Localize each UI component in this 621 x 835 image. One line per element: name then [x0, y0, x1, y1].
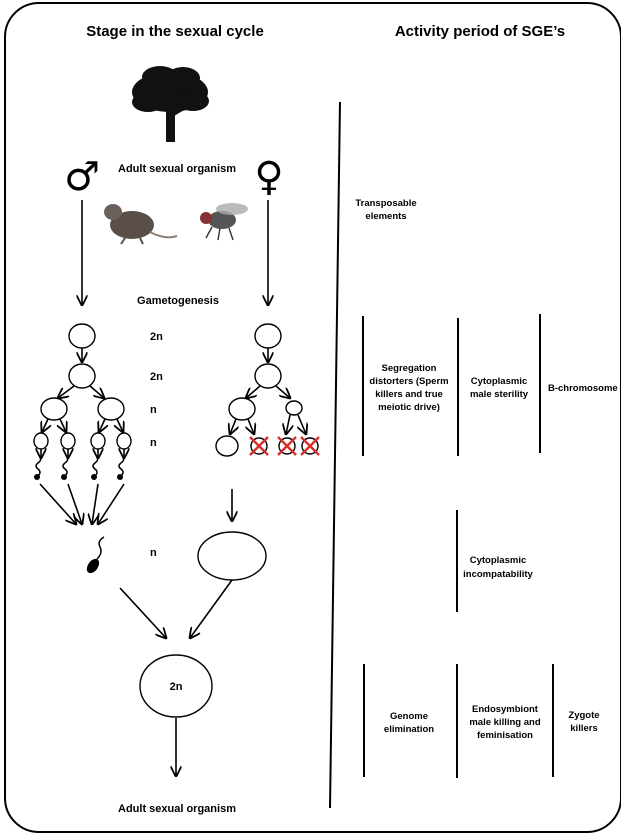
ploidy-label: n: [150, 437, 157, 449]
svg-text:Cytoplasmic: Cytoplasmic: [471, 376, 528, 387]
svg-text:Segregation: Segregation: [382, 363, 437, 374]
male-symbol-icon: ♂: [64, 154, 100, 200]
adult-organism-label-bottom: Adult sexual organism: [118, 803, 236, 815]
fly-image: [200, 203, 248, 241]
svg-text:male sterility: male sterility: [470, 389, 529, 400]
sge-segregation-distorters: Segregation distorters (Sperm killers an…: [369, 363, 448, 413]
svg-text:Cytoplasmic: Cytoplasmic: [470, 555, 527, 566]
rat-image: [104, 204, 178, 245]
ploidy-label: n: [150, 547, 157, 559]
column-divider: [329, 101, 341, 809]
sperm-icon: [34, 457, 125, 480]
degenerated-cell-cross-icon: [249, 436, 320, 456]
sge-cytoplasmic-incompatability: Cytoplasmic incompatability: [463, 555, 533, 580]
zygote-cell: [139, 654, 213, 718]
svg-text:distorters (Sperm: distorters (Sperm: [369, 376, 448, 387]
male-gametogenesis: [33, 323, 132, 574]
svg-text:Genome: Genome: [390, 711, 428, 722]
sge-cytoplasmic-male-sterility: Cytoplasmic male sterility: [470, 376, 529, 400]
female-gametogenesis: [197, 323, 320, 581]
sge-endosymbiont-male-killing: Endosymbiont male killing and feminisati…: [469, 704, 540, 741]
female-symbol-icon: ♀: [254, 154, 283, 200]
svg-text:killers and true: killers and true: [375, 389, 443, 400]
svg-text:B-chromosome: B-chromosome: [548, 383, 618, 394]
ploidy-label: 2n: [150, 371, 163, 383]
mature-sperm-icon: [86, 536, 105, 574]
right-header: Activity period of SGE’s: [395, 23, 565, 40]
ploidy-label: 2n: [170, 681, 183, 693]
outer-frame: [4, 2, 621, 833]
ploidy-label: n: [150, 404, 157, 416]
adult-organism-label-top: Adult sexual organism: [118, 163, 236, 175]
svg-text:feminisation: feminisation: [477, 730, 533, 741]
svg-text:incompatability: incompatability: [463, 569, 533, 580]
sge-genome-elimination: Genome elimination: [384, 711, 434, 735]
svg-text:Zygote: Zygote: [568, 710, 599, 721]
svg-text:killers: killers: [570, 723, 597, 734]
sge-b-chromosome: B-chromosome: [548, 383, 618, 394]
egg-cell: [197, 531, 267, 581]
svg-text:male killing and: male killing and: [469, 717, 540, 728]
svg-text:Transposable: Transposable: [355, 198, 416, 209]
gametogenesis-label: Gametogenesis: [137, 295, 219, 307]
svg-text:meiotic drive): meiotic drive): [378, 402, 440, 413]
sge-transposable-elements: Transposable elements: [355, 198, 416, 222]
tree-icon: [132, 66, 209, 142]
ploidy-label: 2n: [150, 331, 163, 343]
sge-zygote-killers: Zygote killers: [568, 710, 599, 734]
svg-text:elements: elements: [365, 211, 406, 222]
svg-text:elimination: elimination: [384, 724, 434, 735]
left-header: Stage in the sexual cycle: [86, 23, 264, 40]
svg-text:Endosymbiont: Endosymbiont: [472, 704, 539, 715]
